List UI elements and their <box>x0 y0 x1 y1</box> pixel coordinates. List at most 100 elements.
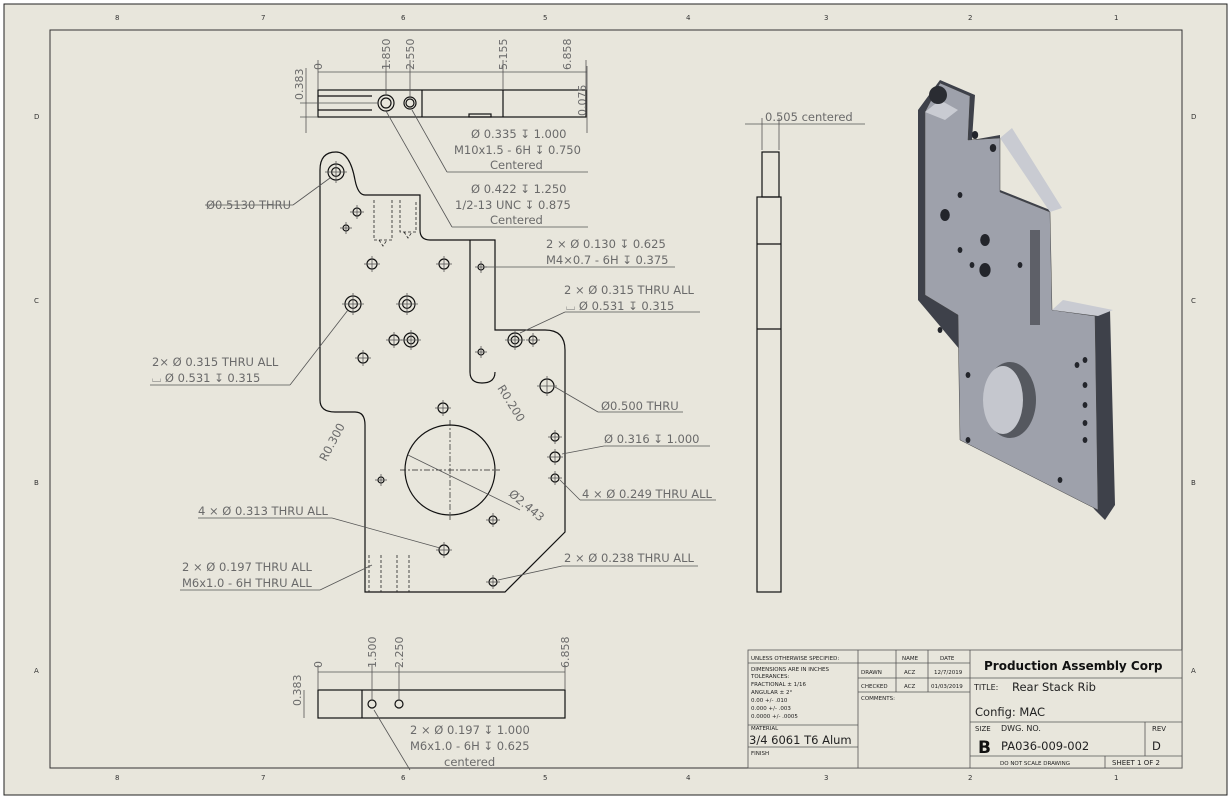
tb-drawn-label: DRAWN <box>861 670 882 676</box>
zone-column-label: 8 <box>115 774 119 782</box>
tb-material: 3/4 6061 T6 Alum <box>749 733 852 747</box>
iso-hole <box>1017 262 1023 268</box>
top-callout-2-line-2: 1/2-13 UNC ↧ 0.875 <box>455 198 571 212</box>
tb-name-header: NAME <box>902 656 919 662</box>
callout-m6-line-1: 2 × Ø 0.197 THRU ALL <box>182 560 313 574</box>
hole <box>342 293 364 315</box>
top-view: 0 1.850 2.550 5.155 6.858 0.383 0.075 Ø … <box>293 39 589 228</box>
top-dim-2: 2.550 <box>404 39 417 71</box>
tb-title: Rear Stack Rib <box>1012 680 1096 694</box>
top-dim-4: 6.858 <box>561 39 574 71</box>
callout-0316: Ø 0.316 ↧ 1.000 <box>604 432 700 446</box>
iso-hole <box>1082 402 1088 408</box>
front-view-holes <box>325 161 563 589</box>
zone-column-label: 6 <box>401 774 406 782</box>
hole <box>505 330 525 350</box>
tb-tol-4: 0.00 +/- .010 <box>751 698 788 704</box>
hole <box>537 376 557 396</box>
tb-checked-name: ACZ <box>904 684 916 690</box>
hole <box>486 513 500 527</box>
top-callout-2-line-3: Centered <box>490 213 543 227</box>
callout-0500-thru: Ø0.500 THRU <box>601 399 679 413</box>
tb-tol-0: DIMENSIONS ARE IN INCHES <box>751 667 829 673</box>
iso-hole <box>957 247 963 253</box>
side-dim: 0.505 centered <box>765 110 853 124</box>
zone-column-label: 5 <box>543 14 547 22</box>
zone-column-label: 4 <box>686 14 691 22</box>
tb-checked-date: 01/03/2019 <box>931 684 963 690</box>
hole <box>526 333 540 347</box>
hole <box>396 293 418 315</box>
iso-hole <box>969 262 975 268</box>
zone-row-label: A <box>1191 667 1196 675</box>
tb-finish-label: FINISH <box>751 751 769 757</box>
iso-hole <box>1082 420 1088 426</box>
zone-row-label: D <box>34 113 39 121</box>
tb-no-scale: DO NOT SCALE DRAWING <box>1000 761 1070 767</box>
hole <box>475 346 487 358</box>
tb-config: Config: MAC <box>975 705 1045 719</box>
tb-tol-3: ANGULAR ± 2° <box>751 690 793 696</box>
bottom-dim-0: 0 <box>312 661 325 668</box>
hole <box>375 474 387 486</box>
top-dim-right: 0.075 <box>576 85 589 117</box>
iso-hole <box>1057 477 1063 483</box>
callout-m4-line-1: 2 × Ø 0.130 ↧ 0.625 <box>546 237 666 251</box>
zone-column-label: 8 <box>115 14 119 22</box>
hole <box>486 575 500 589</box>
iso-hole <box>971 131 979 139</box>
tb-date-header: DATE <box>940 656 955 662</box>
iso-hole <box>1074 362 1080 368</box>
bottom-dim-3: 6.858 <box>559 637 572 669</box>
iso-hole <box>980 234 990 246</box>
iso-hole <box>1082 357 1088 363</box>
callout-cbore-right-line-2: ⌴ Ø 0.531 ↧ 0.315 <box>566 299 674 313</box>
callout-cbore-right-line-1: 2 × Ø 0.315 THRU ALL <box>564 283 695 297</box>
callout-0238: 2 × Ø 0.238 THRU ALL <box>564 551 695 565</box>
zone-row-label: C <box>34 297 39 305</box>
zone-column-label: 6 <box>401 14 406 22</box>
hole <box>435 400 451 416</box>
tb-tol-2: FRACTIONAL ± 1/16 <box>751 682 806 688</box>
hole <box>548 471 562 485</box>
tb-title-label: TITLE: <box>973 683 998 692</box>
tb-comments-label: COMMENTS: <box>861 696 895 702</box>
tb-material-label: MATERIAL <box>751 726 779 732</box>
iso-hole <box>965 437 971 443</box>
zone-row-label: B <box>1191 479 1196 487</box>
iso-hole <box>965 372 971 378</box>
hole <box>401 330 421 350</box>
tb-dwg-no: PA036-009-002 <box>1001 739 1089 753</box>
zone-column-label: 5 <box>543 774 547 782</box>
tb-tol-1: TOLERANCES: <box>750 674 790 680</box>
zone-column-label: 2 <box>968 774 972 782</box>
tb-size: B <box>978 738 991 758</box>
hole <box>547 449 563 465</box>
hole <box>386 332 402 348</box>
hole <box>350 205 364 219</box>
tb-checked-label: CHECKED <box>861 684 888 690</box>
hole <box>325 161 347 183</box>
iso-hole <box>957 192 963 198</box>
bottom-dim-1: 1.500 <box>366 637 379 669</box>
title-block: UNLESS OTHERWISE SPECIFIED: DIMENSIONS A… <box>747 649 1183 769</box>
callout-0249: 4 × Ø 0.249 THRU ALL <box>582 487 713 501</box>
tb-unless: UNLESS OTHERWISE SPECIFIED: <box>751 656 839 662</box>
iso-hole <box>1082 437 1088 443</box>
hole <box>436 542 452 558</box>
tb-rev-label: REV <box>1152 725 1166 733</box>
top-callout-1-line-2: M10x1.5 - 6H ↧ 0.750 <box>454 143 581 157</box>
zone-column-label: 3 <box>824 774 828 782</box>
iso-hole <box>937 327 943 333</box>
top-callout-1-line-1: Ø 0.335 ↧ 1.000 <box>471 127 567 141</box>
bottom-callout-line-2: M6x1.0 - 6H ↧ 0.625 <box>410 739 530 753</box>
iso-hole <box>979 263 991 277</box>
tb-drawn-name: ACZ <box>904 670 916 676</box>
zone-row-label: A <box>34 667 39 675</box>
top-dim-3: 5.155 <box>497 39 510 71</box>
side-view: 0.505 centered <box>745 110 865 593</box>
tb-dwg-label: DWG. NO. <box>1001 724 1041 733</box>
hole <box>548 430 562 444</box>
